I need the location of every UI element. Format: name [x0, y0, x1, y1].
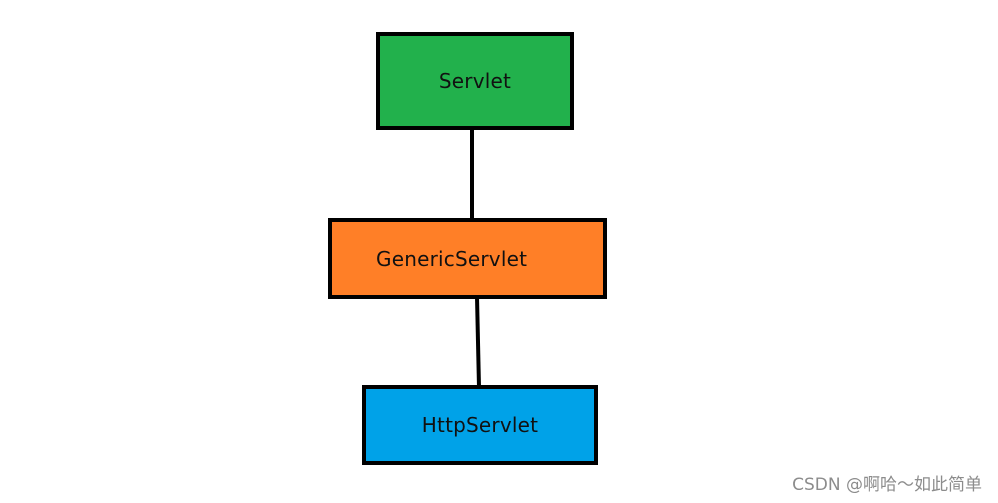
watermark-text: CSDN @啊哈～如此简单	[792, 475, 982, 495]
edge-generic-http	[475, 295, 481, 389]
node-generic-servlet: GenericServlet	[328, 218, 607, 299]
node-servlet: Servlet	[376, 32, 574, 130]
node-http-servlet-label: HttpServlet	[421, 413, 539, 437]
node-generic-servlet-label: GenericServlet	[376, 246, 528, 271]
node-http-servlet: HttpServlet	[362, 385, 598, 465]
node-servlet-label: Servlet	[438, 69, 512, 93]
